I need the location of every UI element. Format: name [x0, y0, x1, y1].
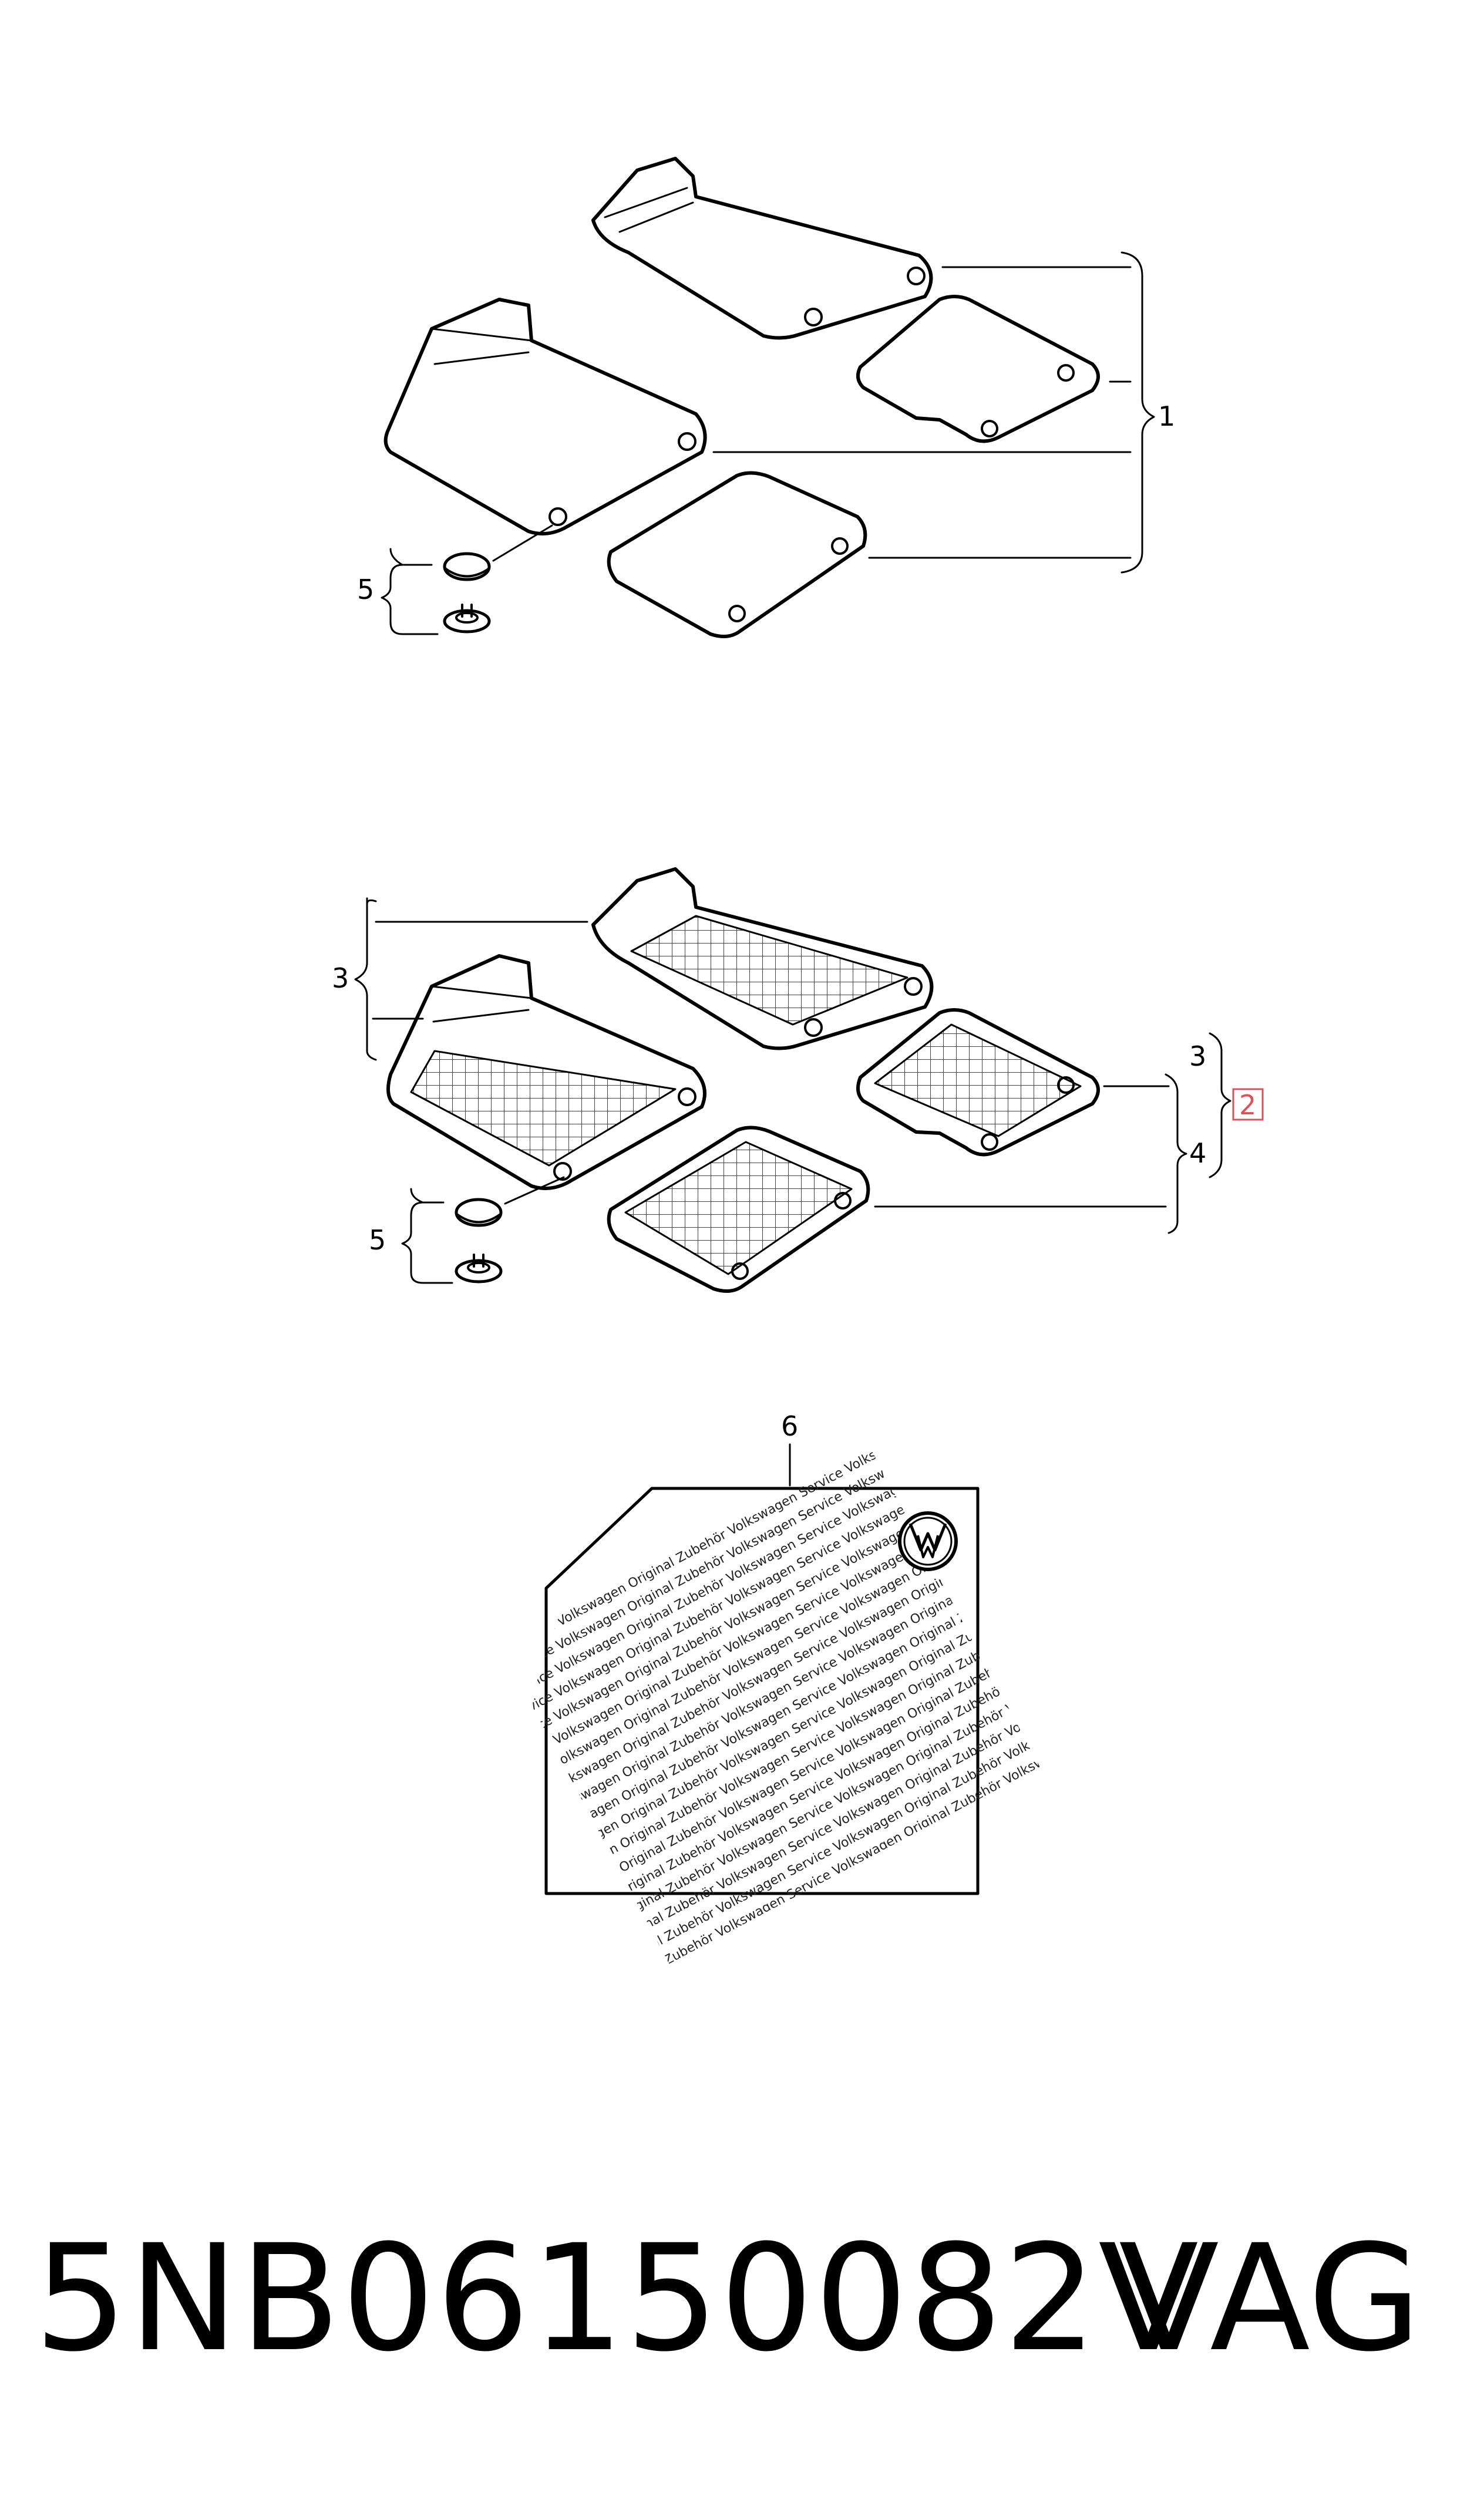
mat-set-plain — [383, 157, 1100, 638]
callout-5-bottom: 5 — [369, 1224, 386, 1256]
callout-3-left: 3 — [332, 962, 349, 994]
rubber-front-left-mat — [386, 954, 706, 1190]
sticker-text: Volkswagen Service Volkswagen Original Z… — [484, 1420, 1040, 1964]
clip-bottom — [455, 1176, 565, 1283]
callout-1: 1 — [1158, 400, 1175, 432]
callout-2-highlight — [1232, 1088, 1264, 1121]
callout-6: 6 — [781, 1410, 798, 1442]
front-right-mat — [591, 157, 933, 340]
rear-right-mat — [856, 295, 1100, 443]
rear-left-mat — [607, 471, 867, 638]
parts-diagram: Volkswagen Service Volkswagen Original Z… — [332, 157, 1264, 1964]
rubber-rear-left-mat — [607, 1126, 870, 1293]
front-left-mat — [383, 298, 707, 535]
callout-5-top: 5 — [357, 574, 374, 605]
part-number: 5NB06150082V — [34, 2213, 1200, 2384]
vw-logo — [898, 1511, 958, 1571]
clip-top — [443, 524, 553, 634]
rubber-rear-right-mat — [856, 1008, 1100, 1157]
callout-4: 4 — [1189, 1137, 1206, 1169]
mat-set-rubber — [386, 867, 1100, 1293]
label-sticker — [544, 1443, 980, 1895]
rubber-front-right-mat — [591, 867, 934, 1050]
callout-2[interactable]: 2 — [1239, 1089, 1256, 1121]
callout-3-right: 3 — [1189, 1040, 1206, 1072]
brand-name: VAG — [1119, 2213, 1422, 2384]
